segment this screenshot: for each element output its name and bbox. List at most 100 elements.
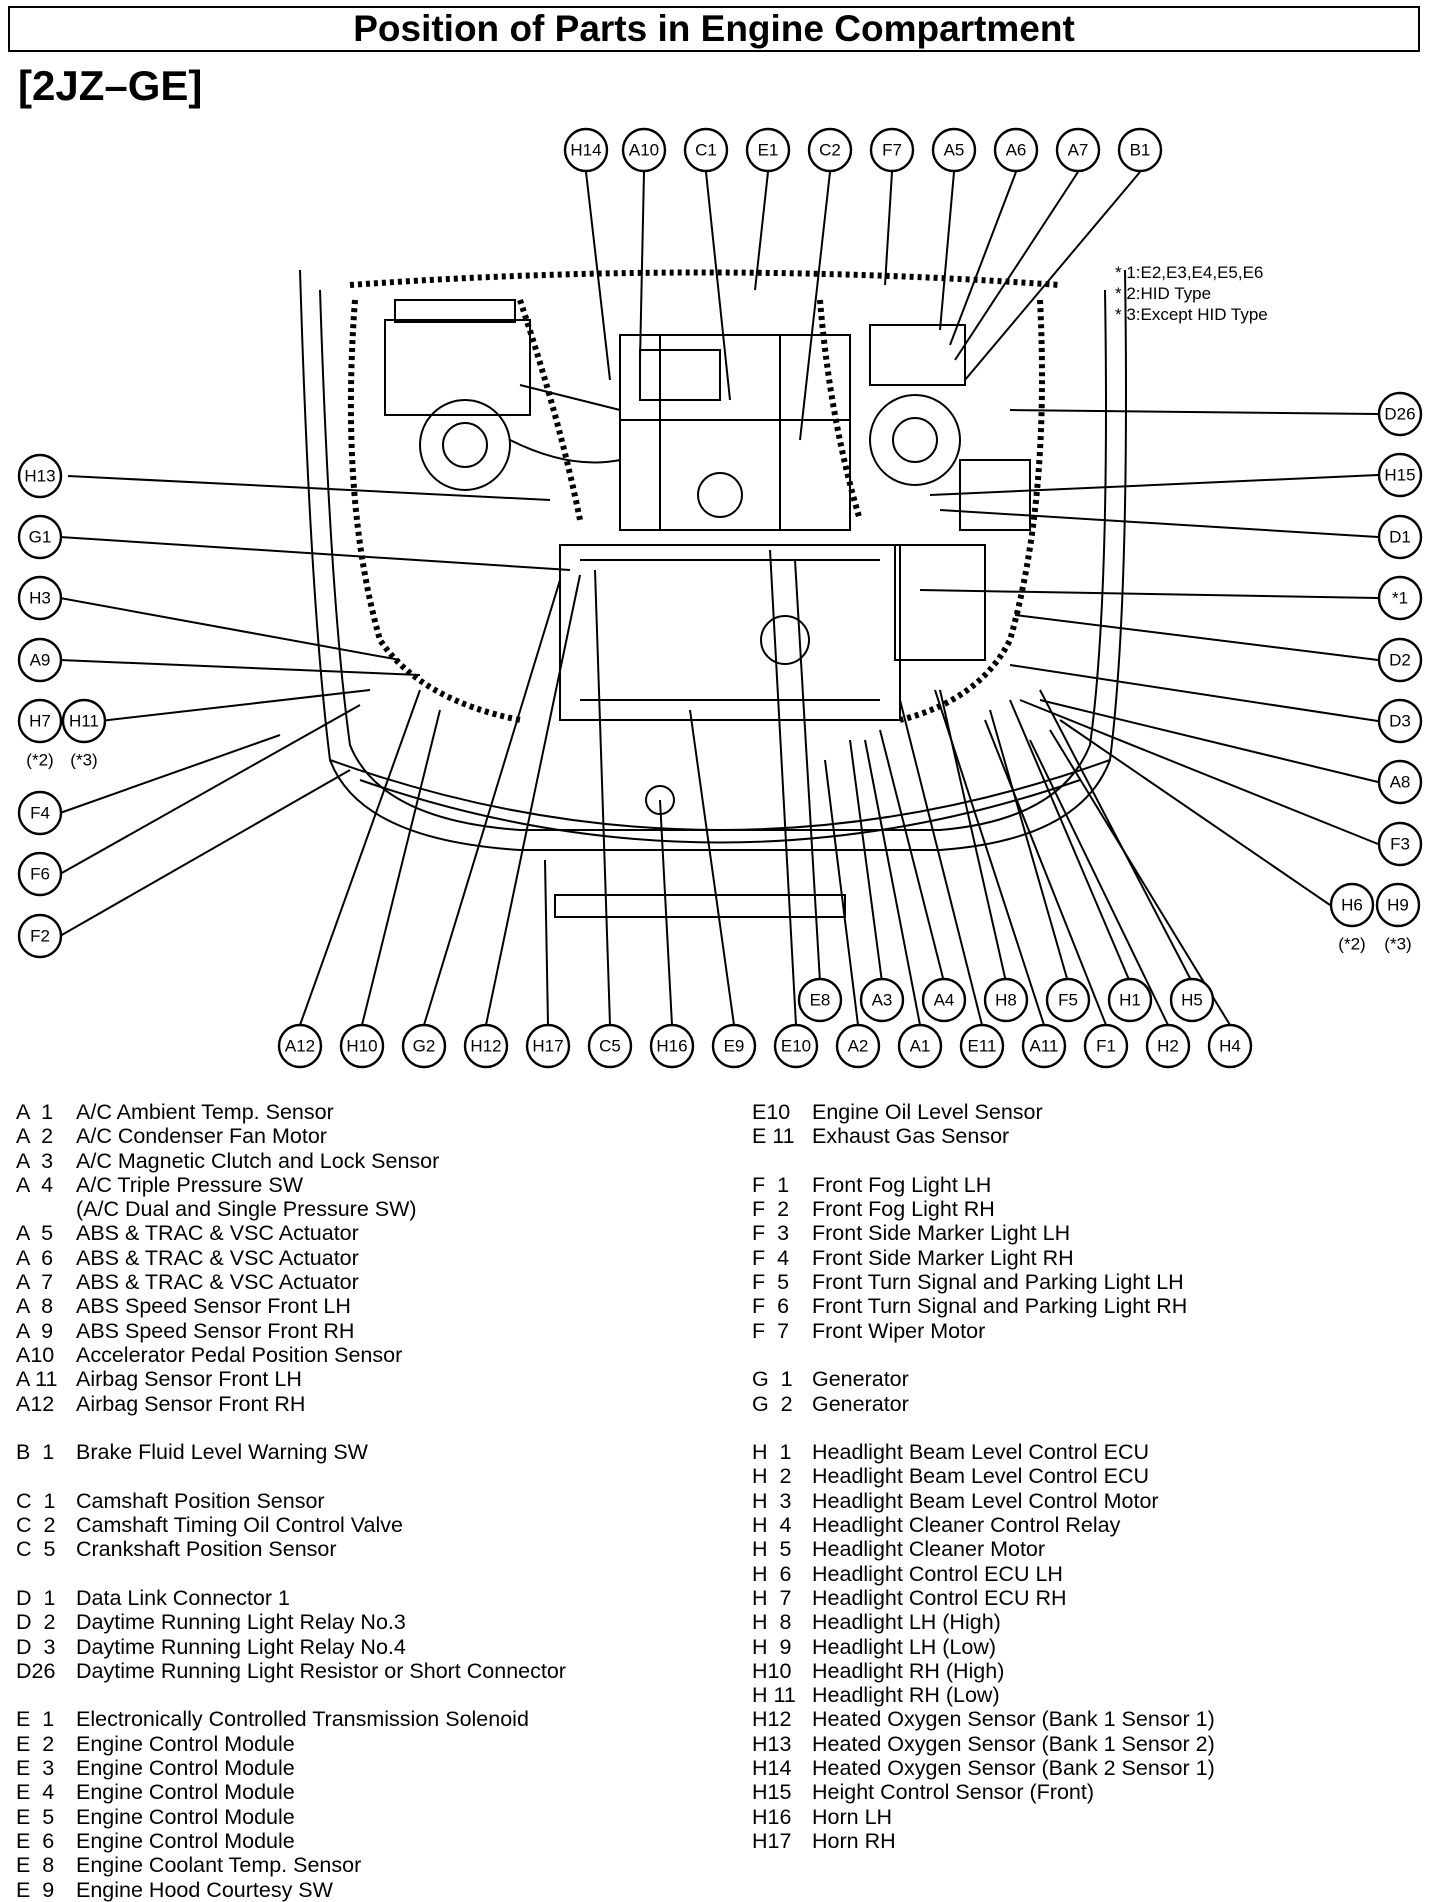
legend-part-name: (A/C Dual and Single Pressure SW) <box>76 1197 417 1222</box>
svg-text:D26: D26 <box>1384 405 1415 424</box>
svg-text:B1: B1 <box>1130 141 1151 160</box>
callout-A8: A8 <box>1377 759 1423 805</box>
legend-part-name: Engine Hood Courtesy SW <box>76 1877 333 1902</box>
svg-text:H3: H3 <box>29 589 51 608</box>
svg-text:A7: A7 <box>1068 141 1089 160</box>
svg-text:E10: E10 <box>781 1037 811 1056</box>
callout-C5: C5 <box>587 1023 633 1069</box>
callouts-top: H14 A10 C1 E1 C2 F7 A5 A6 A7 B1 <box>563 127 1163 173</box>
callout-A12: A12 <box>277 1023 323 1069</box>
legend-code: H 4 <box>752 1513 792 1538</box>
svg-text:F1: F1 <box>1096 1037 1116 1056</box>
callout-H14: H14 <box>563 127 609 173</box>
legend-code: E 2 <box>16 1731 55 1756</box>
svg-text:A1: A1 <box>910 1037 931 1056</box>
svg-text:E11: E11 <box>968 1037 997 1056</box>
svg-text:G2: G2 <box>413 1037 436 1056</box>
legend-code: C 2 <box>16 1513 56 1538</box>
svg-text:F2: F2 <box>30 927 50 946</box>
svg-text:A8: A8 <box>1390 773 1411 792</box>
callout-E9: E9 <box>711 1023 757 1069</box>
callout-C1: C1 <box>683 127 729 173</box>
legend-code: A 4 <box>16 1172 54 1197</box>
legend-part-name: Daytime Running Light Resistor or Short … <box>76 1658 566 1683</box>
svg-text:A2: A2 <box>848 1037 869 1056</box>
svg-text:H14: H14 <box>570 141 601 160</box>
leader-lines <box>59 171 1379 1026</box>
legend-item: D 3 Daytime Running Light Relay No.4 <box>16 1635 566 1659</box>
legend-code: F 5 <box>752 1270 790 1295</box>
legend-part-name: Headlight Cleaner Motor <box>812 1537 1046 1562</box>
callout-F1: F1 <box>1083 1023 1129 1069</box>
legend-code: H 3 <box>752 1488 792 1513</box>
legend-part-name: Headlight RH (High) <box>812 1658 1005 1683</box>
callout-E11: E11 <box>959 1023 1005 1069</box>
callout-F4: F4 <box>17 790 63 836</box>
legend-code: A 7 <box>16 1270 54 1295</box>
legend-code: C 5 <box>16 1537 56 1562</box>
legend-item: H10 Headlight RH (High) <box>752 1659 1215 1683</box>
page-title: Position of Parts in Engine Compartment <box>8 6 1420 52</box>
svg-text:A3: A3 <box>872 991 893 1010</box>
svg-text:E8: E8 <box>810 991 831 1010</box>
svg-text:D2: D2 <box>1389 651 1411 670</box>
callout-D3: D3 <box>1377 698 1423 744</box>
legend-part-name: Height Control Sensor (Front) <box>812 1780 1094 1805</box>
legend-part-name: Horn LH <box>812 1804 893 1829</box>
legend-code: A 2 <box>16 1124 54 1149</box>
callout-G2: G2 <box>401 1023 447 1069</box>
callout-H15: H15 <box>1377 452 1423 498</box>
svg-text:C5: C5 <box>599 1037 621 1056</box>
legend-code: H10 <box>752 1658 792 1683</box>
legend-code: H 2 <box>752 1464 792 1489</box>
callout-F2: F2 <box>17 913 63 959</box>
legend-part-name: Engine Control Module <box>76 1804 295 1829</box>
legend-gap <box>752 1149 1215 1173</box>
svg-text:D3: D3 <box>1389 712 1411 731</box>
legend-part-name: Daytime Running Light Relay No.4 <box>76 1634 406 1659</box>
svg-text:H10: H10 <box>346 1037 377 1056</box>
callout-H9-note: (*3) <box>1384 935 1411 954</box>
legend-code: E 5 <box>16 1804 55 1829</box>
legend-part-name: Heated Oxygen Sensor (Bank 1 Sensor 1) <box>812 1707 1215 1732</box>
svg-text:H8: H8 <box>995 991 1017 1010</box>
callout-H17: H17 <box>525 1023 571 1069</box>
callout-G1: G1 <box>17 514 63 560</box>
callout-H6: H6 <box>1329 882 1375 928</box>
legend-code: D 3 <box>16 1634 56 1659</box>
svg-text:H5: H5 <box>1181 991 1203 1010</box>
callout-C2: C2 <box>807 127 853 173</box>
legend-gap <box>752 1416 1215 1440</box>
legend-code: H 5 <box>752 1537 792 1562</box>
callout-F5: F5 <box>1045 977 1091 1023</box>
legend-code: A 6 <box>16 1245 54 1270</box>
svg-text:H1: H1 <box>1119 991 1141 1010</box>
svg-text:H11: H11 <box>69 712 99 731</box>
callout-D1: D1 <box>1377 514 1423 560</box>
legend-part-name: Data Link Connector 1 <box>76 1585 290 1610</box>
svg-text:H6: H6 <box>1341 896 1363 915</box>
callout-H11-note: (*3) <box>70 751 97 770</box>
callout-A3: A3 <box>859 977 905 1023</box>
callout-H6-note: (*2) <box>1338 935 1365 954</box>
callouts-bottom-row-1: E8 A3 A4 H8 F5 H1 H5 <box>797 977 1215 1023</box>
svg-text:F6: F6 <box>30 865 50 884</box>
legend-gap <box>16 1683 566 1707</box>
callout-A10: A10 <box>621 127 667 173</box>
legend-part-name: ABS Speed Sensor Front RH <box>76 1318 355 1343</box>
legend-code: A12 <box>16 1391 55 1416</box>
